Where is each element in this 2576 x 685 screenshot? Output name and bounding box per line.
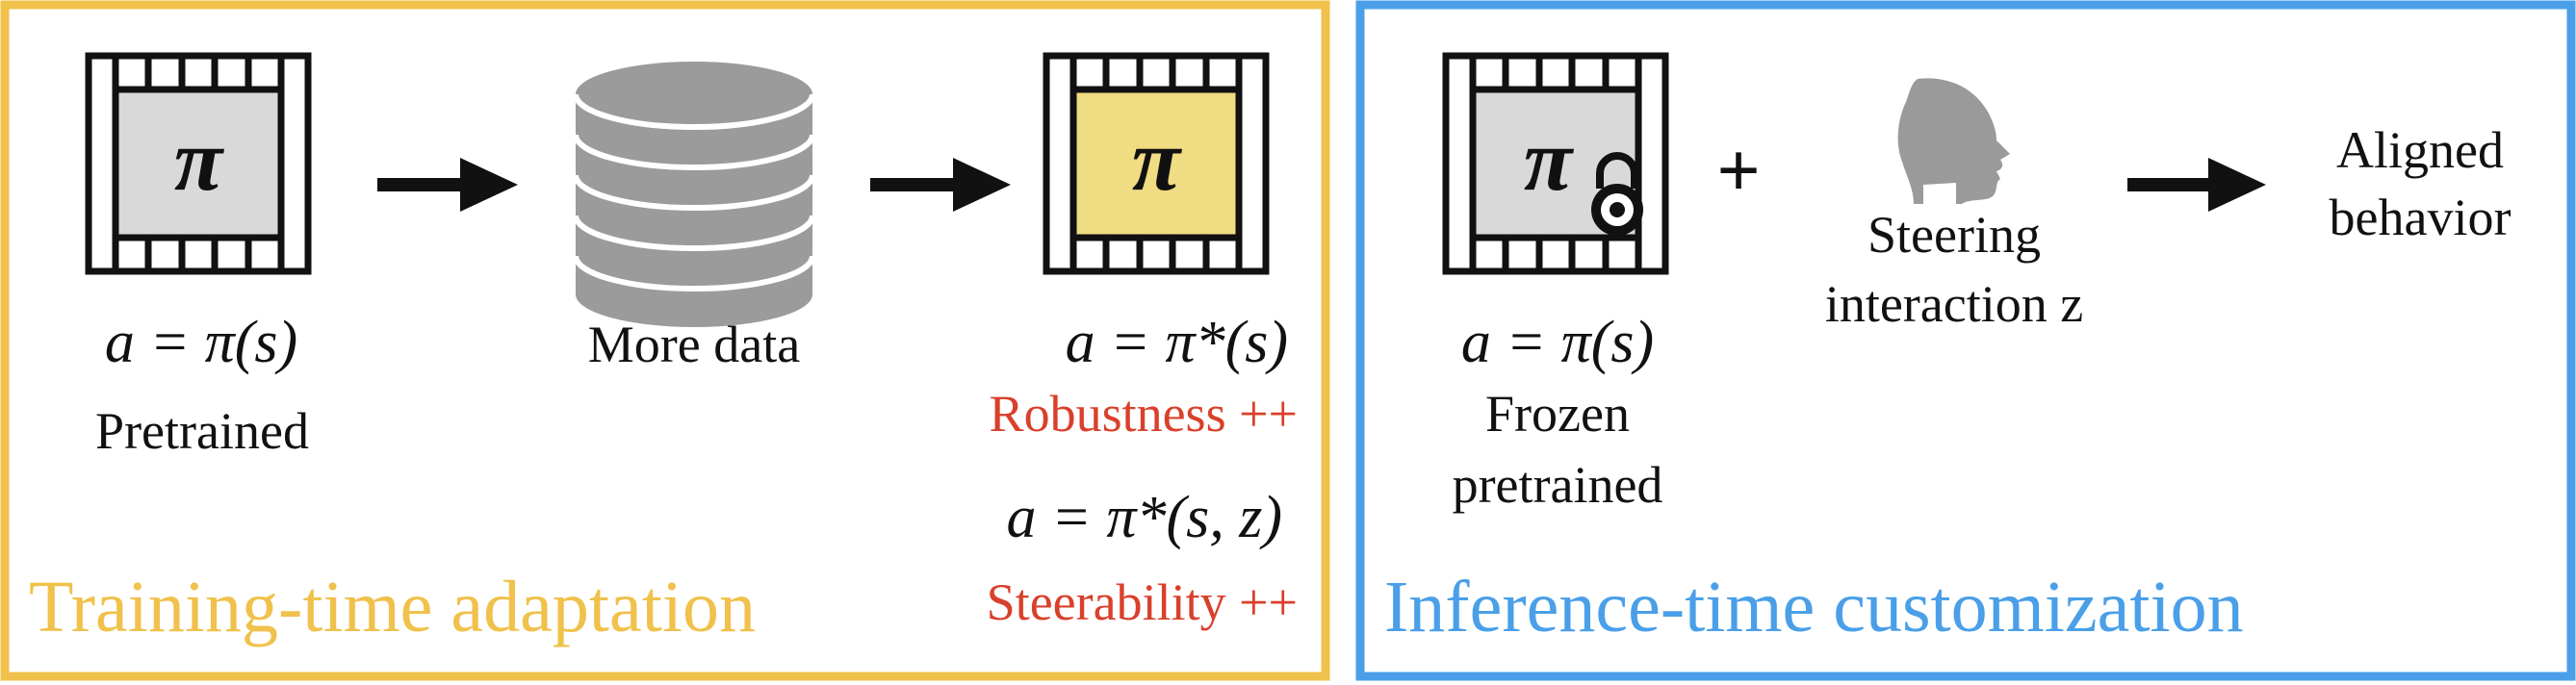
adapted-policy-symbol: π bbox=[1132, 111, 1183, 209]
aligned-behavior-line1: Aligned bbox=[2336, 121, 2504, 179]
steerability-benefit: Steerability ++ bbox=[987, 573, 1298, 631]
pretrained-policy-symbol: π bbox=[174, 111, 225, 209]
plus-sign: + bbox=[1716, 129, 1761, 214]
data-store-label: More data bbox=[588, 316, 800, 373]
aligned-behavior-line2: behavior bbox=[2330, 189, 2512, 246]
robustness-benefit: Robustness ++ bbox=[990, 385, 1298, 443]
arrow-to-data bbox=[377, 158, 518, 212]
pretrained-policy-label: Pretrained bbox=[95, 402, 309, 460]
arrow-to-aligned-behavior bbox=[2127, 158, 2266, 212]
database-icon bbox=[573, 62, 815, 327]
adapted-policy-equation: a = π*(s) bbox=[1066, 310, 1288, 375]
adapted-policy-chip: π bbox=[1043, 52, 1270, 275]
frozen-policy-symbol: π bbox=[1524, 111, 1575, 209]
steering-label-line1: Steering bbox=[1868, 206, 2041, 264]
frozen-policy-equation: a = π(s) bbox=[1461, 310, 1654, 375]
arrow-to-adapted-policy bbox=[870, 158, 1011, 212]
right-panel-title: Inference-time customization bbox=[1384, 567, 2244, 647]
left-panel-title: Training-time adaptation bbox=[29, 567, 756, 647]
pretrained-policy-chip: π bbox=[85, 52, 312, 275]
right-panel-frame bbox=[1355, 0, 2576, 681]
lock-icon bbox=[1591, 152, 1643, 236]
left-panel-frame bbox=[0, 0, 1330, 681]
human-head-icon bbox=[1897, 78, 2010, 205]
frozen-label-line2: pretrained bbox=[1453, 456, 1663, 514]
frozen-label-line1: Frozen bbox=[1485, 385, 1630, 443]
steerable-policy-equation: a = π*(s, z) bbox=[1007, 485, 1282, 550]
pretrained-policy-equation: a = π(s) bbox=[105, 310, 297, 375]
steering-label-line2: interaction z bbox=[1825, 275, 2083, 333]
